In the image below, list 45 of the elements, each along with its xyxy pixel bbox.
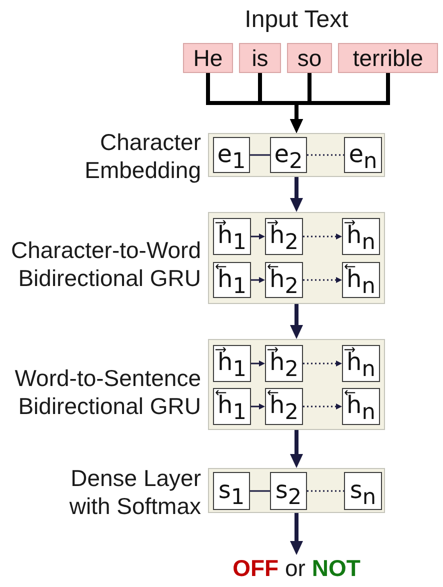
line bbox=[250, 154, 270, 156]
flow-arrow bbox=[290, 73, 390, 133]
vector-box: h⃗$_{1}$ bbox=[213, 218, 251, 255]
vector-box: e$_{n}$ bbox=[344, 137, 382, 173]
token-box: terrible bbox=[338, 43, 438, 73]
flow-arrow bbox=[290, 513, 303, 555]
line bbox=[250, 490, 270, 492]
dotted-arrow bbox=[303, 277, 342, 283]
vector-box: h⃖$_{n}$ bbox=[342, 388, 380, 425]
vector-box: h⃗$_{2}$ bbox=[265, 218, 303, 255]
layer-label: Word-to-Sentence Bidirectional GRU bbox=[14, 364, 201, 420]
flow-arrow bbox=[290, 304, 303, 339]
vector-box: e$_{2}$ bbox=[270, 137, 307, 173]
token-box: He bbox=[183, 43, 233, 73]
vector-box: s$_{n}$ bbox=[344, 472, 382, 510]
dotted-line bbox=[307, 490, 344, 492]
dotted-arrow bbox=[303, 234, 342, 240]
token-box: so bbox=[287, 43, 332, 73]
vector-box: e$_{1}$ bbox=[213, 137, 250, 173]
dotted-arrow bbox=[303, 404, 342, 410]
vector-box: h⃖$_{n}$ bbox=[342, 262, 380, 298]
dotted-line bbox=[307, 154, 344, 156]
token-box: is bbox=[239, 43, 281, 73]
output-label: OFF or NOT bbox=[232, 556, 360, 580]
vector-box: h⃖$_{1}$ bbox=[213, 388, 251, 425]
arrow bbox=[251, 277, 265, 283]
flow-arrow bbox=[290, 430, 303, 468]
vector-box: s$_{2}$ bbox=[270, 472, 307, 510]
layer-label: Character-to-Word Bidirectional GRU bbox=[10, 236, 201, 292]
arrow bbox=[251, 360, 265, 366]
input-heading: Input Text bbox=[244, 7, 348, 33]
arrow bbox=[251, 234, 265, 240]
vector-box: s$_{1}$ bbox=[213, 472, 250, 510]
vector-box: h⃖$_{2}$ bbox=[265, 388, 303, 425]
layer-label: Character Embedding bbox=[84, 128, 201, 184]
layer-label: Dense Layer with Softmax bbox=[68, 464, 201, 520]
flow-arrow bbox=[290, 177, 303, 212]
vector-box: h⃗$_{1}$ bbox=[213, 345, 251, 382]
vector-box: h⃖$_{1}$ bbox=[213, 262, 251, 298]
vector-box: h⃗$_{2}$ bbox=[265, 345, 303, 382]
arrow bbox=[251, 404, 265, 410]
vector-box: h⃖$_{2}$ bbox=[265, 262, 303, 298]
dotted-arrow bbox=[303, 360, 342, 366]
vector-box: h⃗$_{n}$ bbox=[342, 345, 380, 382]
vector-box: h⃗$_{n}$ bbox=[342, 218, 380, 255]
